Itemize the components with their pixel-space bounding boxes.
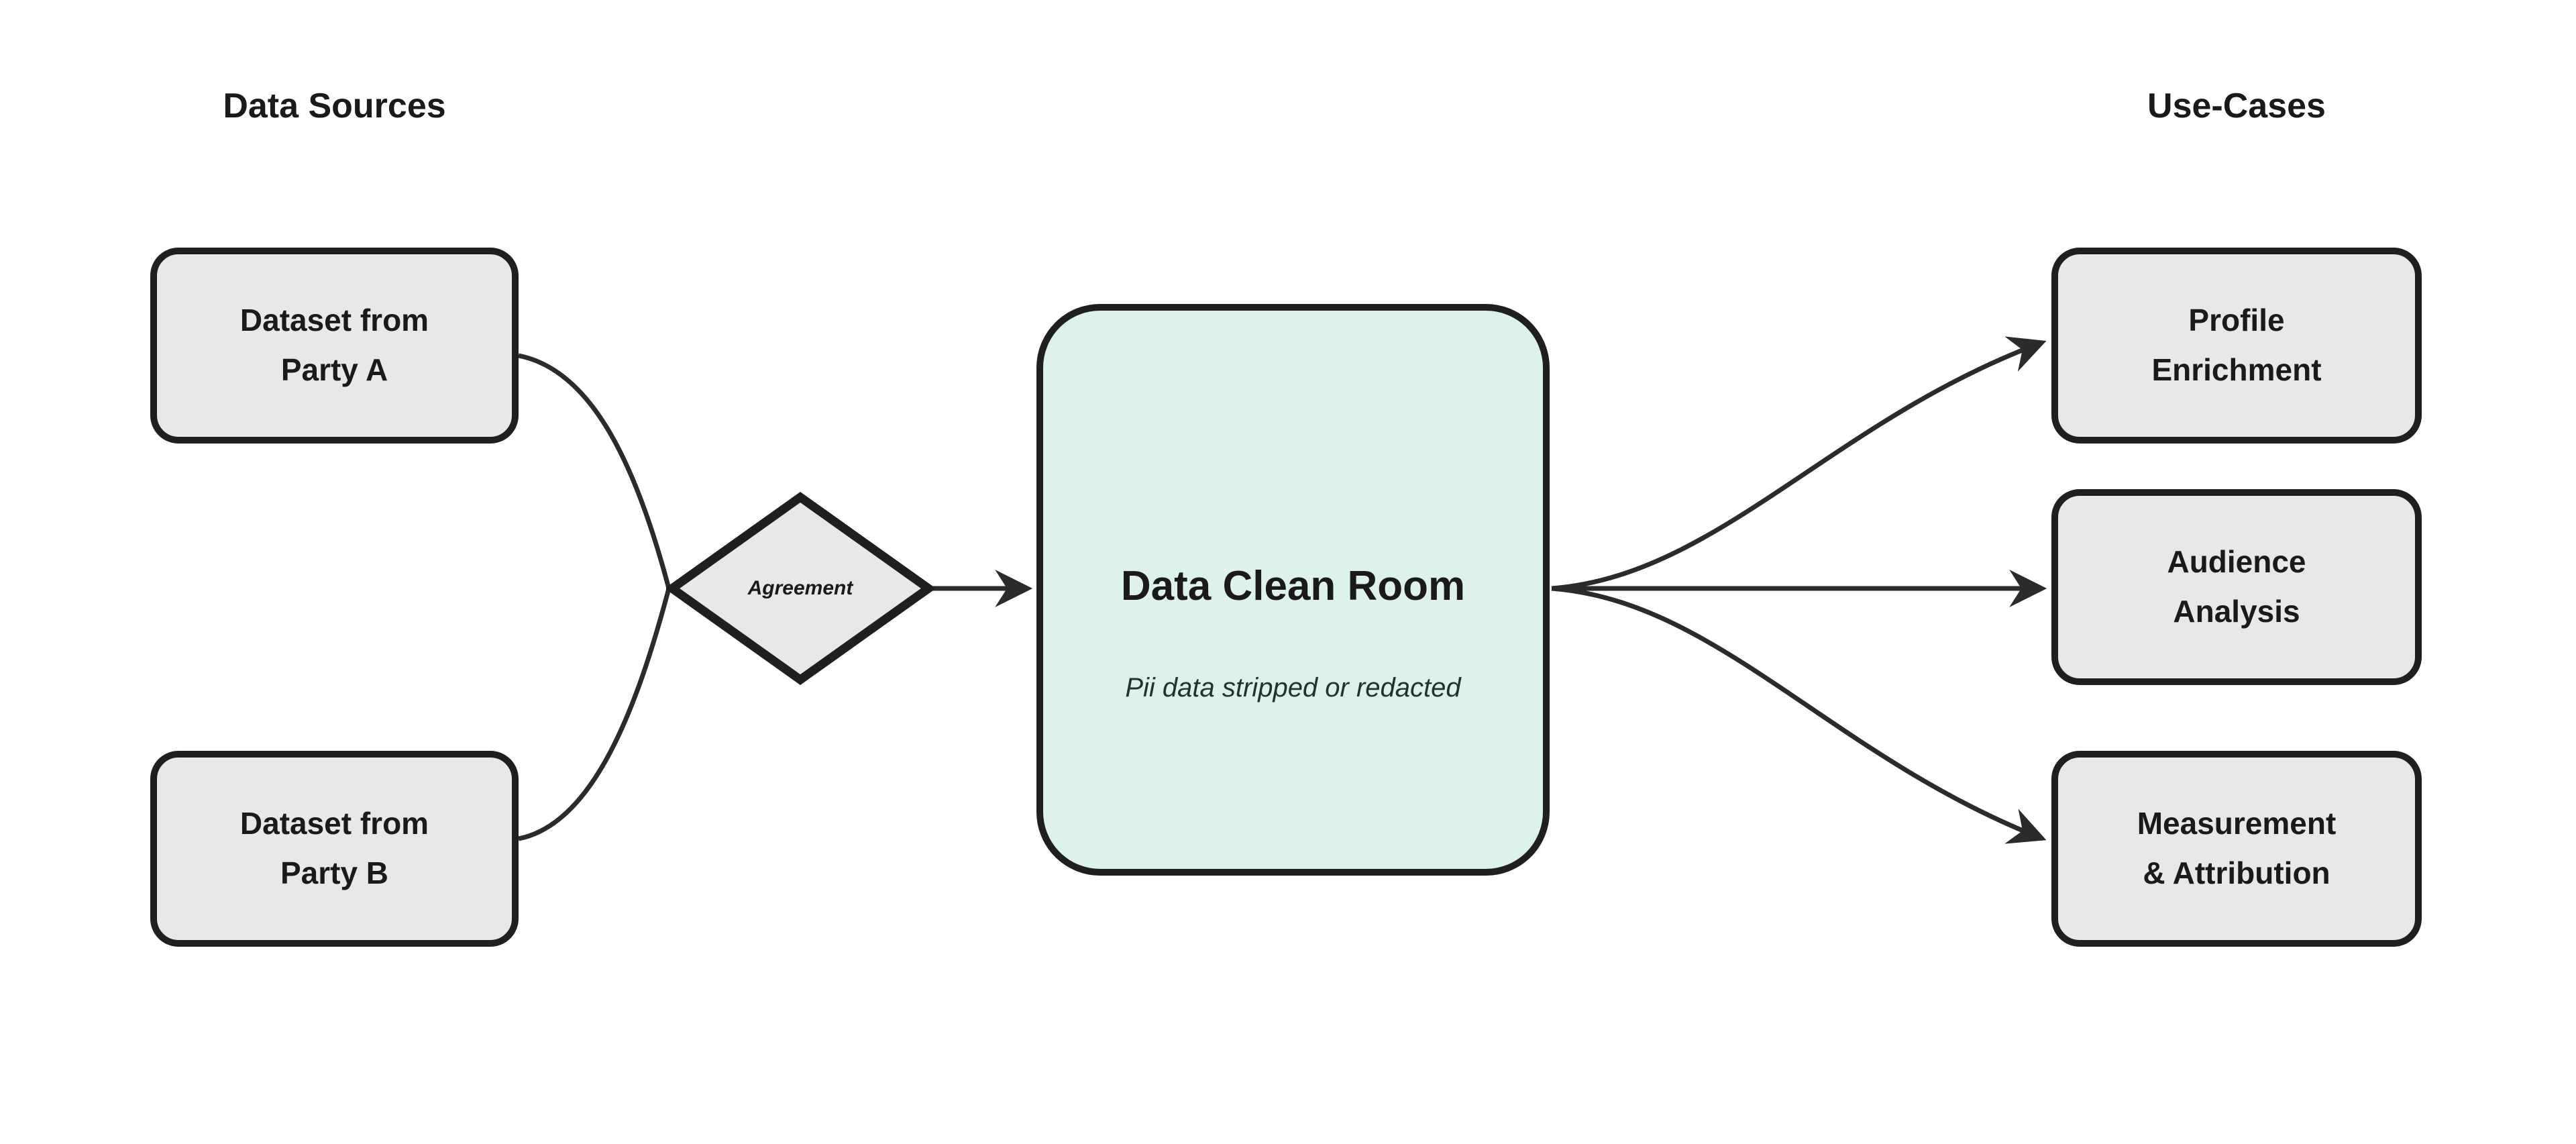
diamond-shape bbox=[666, 492, 934, 685]
node-agreement-diamond: Agreement bbox=[666, 491, 934, 686]
node-measurement-attribution: Measurement & Attribution bbox=[2051, 751, 2422, 947]
connector-party-a-to-agreement bbox=[518, 353, 672, 589]
node-label: Party B bbox=[280, 855, 389, 890]
clean-room-subtitle: Pii data stripped or redacted bbox=[1125, 673, 1461, 703]
node-data-clean-room: Data Clean Room Pii data stripped or red… bbox=[1036, 304, 1550, 876]
node-label: Profile bbox=[2188, 303, 2285, 338]
connector-clean-room-to-profile-enrichment bbox=[1551, 336, 2047, 591]
node-profile-enrichment: Profile Enrichment bbox=[2051, 248, 2422, 444]
node-label: Agreement bbox=[747, 577, 853, 599]
node-label: Enrichment bbox=[2151, 352, 2322, 387]
node-label: Measurement bbox=[2137, 806, 2337, 841]
connector-party-b-to-agreement bbox=[518, 588, 672, 841]
node-label: Audience bbox=[2167, 544, 2306, 580]
node-label: Dataset from bbox=[239, 303, 429, 338]
connector-clean-room-to-measurement-attribution bbox=[1551, 586, 2047, 844]
node-label: Analysis bbox=[2173, 594, 2300, 629]
heading-data-sources: Data Sources bbox=[223, 87, 446, 125]
heading-use-cases: Use-Cases bbox=[2147, 87, 2326, 125]
node-audience-analysis: Audience Analysis bbox=[2051, 489, 2422, 685]
node-label: Dataset from bbox=[239, 806, 429, 841]
node-dataset-party-a: Dataset from Party A bbox=[150, 248, 519, 444]
node-dataset-party-b: Dataset from Party B bbox=[150, 751, 519, 947]
node-label: Party A bbox=[280, 352, 388, 387]
node-label: & Attribution bbox=[2143, 855, 2330, 890]
clean-room-title: Data Clean Room bbox=[1120, 563, 1466, 609]
